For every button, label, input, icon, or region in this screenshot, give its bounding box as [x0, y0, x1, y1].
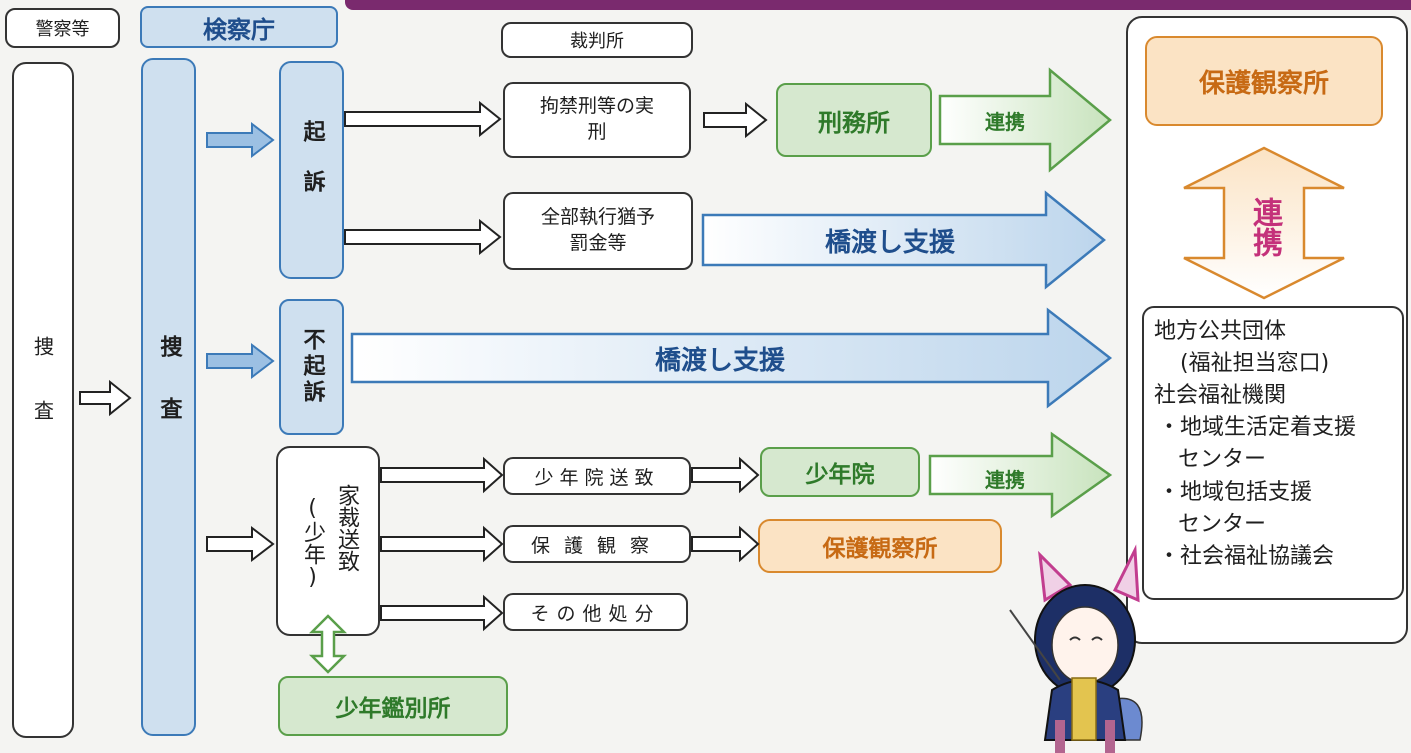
court-label: 裁判所	[570, 31, 624, 52]
hollow-arrow-icon	[703, 101, 768, 139]
probation-office-top-label: 保護観察所	[1198, 68, 1329, 99]
family-court-referral-box: 家裁送致 (少年)	[276, 446, 380, 636]
bridging-support-2-label: 橋渡し支援	[654, 345, 785, 376]
juvenile-note-label: (少年)	[300, 496, 325, 590]
hollow-arrow-icon	[691, 525, 760, 563]
cooperation-prison-label: 連携	[985, 109, 1025, 134]
hollow-arrow-icon	[691, 456, 760, 494]
prison-box: 刑務所	[776, 83, 932, 157]
juvenile-school-referral-label: 少年院送致	[534, 466, 660, 489]
prosecutors-office-box: 検察庁	[140, 6, 338, 48]
juvenile-training-school-box: 少年院	[760, 447, 920, 497]
prosecution-investigation-column: 捜査	[141, 58, 196, 736]
prosecutors-office-label: 検察庁	[203, 15, 275, 44]
bridging-arrow-icon	[350, 307, 1113, 409]
welfare-item: (福祉担当窓口)	[1180, 351, 1330, 377]
welfare-agencies-box: 地方公共団体 (福祉担当窓口) 社会福祉機関 ・地域生活定着支援 センター ・地…	[1142, 306, 1404, 600]
probation-office-top-box: 保護観察所	[1145, 36, 1383, 126]
suspended-fine-label: 全部執行猶予罰金等	[540, 206, 655, 254]
hollow-arrow-icon	[380, 456, 504, 494]
non-indictment-box: 不起訴	[279, 299, 344, 435]
juvenile-classification-home-label: 少年鑑別所	[335, 696, 451, 722]
green-arrow-icon	[928, 431, 1113, 519]
imprisonment-box: 拘禁刑等の実刑	[503, 82, 691, 158]
blue-arrow-icon	[206, 121, 275, 159]
police-investigation-column: 捜査	[12, 62, 74, 738]
hollow-arrow-icon	[344, 218, 502, 256]
mutual-cooperation-label-box: 連携	[1240, 182, 1288, 272]
cat-mascot-icon	[1009, 544, 1143, 753]
double-arrow-icon	[1183, 146, 1345, 300]
cooperation-juvenile-label: 連携	[985, 467, 1025, 492]
juvenile-school-referral-box: 少年院送致	[503, 457, 691, 495]
court-label-box: 裁判所	[501, 22, 693, 58]
family-court-referral-label: 家裁送致	[334, 484, 359, 572]
hollow-arrow-icon	[206, 525, 275, 563]
top-banner-bar	[345, 0, 1411, 10]
welfare-item: 地方公共団体	[1154, 319, 1287, 344]
suspended-fine-box: 全部執行猶予罰金等	[503, 192, 693, 270]
mutual-cooperation-label: 連携	[1247, 197, 1282, 257]
police-investigation-label: 捜査	[30, 336, 55, 464]
probation-label: 保護観察	[530, 534, 663, 557]
juvenile-classification-home-box: 少年鑑別所	[278, 676, 508, 736]
hollow-arrow-icon	[380, 594, 504, 632]
indictment-box: 起訴	[279, 61, 344, 279]
bridging-support-1-label: 橋渡し支援	[824, 227, 955, 258]
police-label-box: 警察等	[5, 8, 120, 48]
imprisonment-label: 拘禁刑等の実刑	[539, 95, 654, 143]
welfare-item: ・地域包括支援	[1158, 479, 1313, 505]
prosecution-investigation-label: 捜査	[156, 335, 182, 459]
hollow-arrow-icon	[79, 379, 132, 417]
bridging-arrow-icon	[701, 190, 1106, 290]
non-indictment-label: 不起訴	[299, 328, 325, 406]
welfare-item: ・地域生活定着支援	[1158, 415, 1357, 441]
green-double-arrow-icon	[308, 614, 348, 674]
welfare-agencies-list: 地方公共団体 (福祉担当窓口) 社会福祉機関 ・地域生活定着支援 センター ・地…	[1154, 316, 1356, 573]
welfare-item: センター	[1178, 447, 1267, 473]
police-label: 警察等	[35, 19, 90, 40]
probation-box: 保護観察	[503, 525, 691, 563]
other-disposition-box: その他処分	[503, 593, 688, 631]
green-arrow-icon	[938, 67, 1112, 173]
probation-office-lower-label: 保護観察所	[822, 536, 938, 562]
blue-arrow-icon	[206, 342, 275, 380]
other-disposition-label: その他処分	[530, 602, 661, 625]
welfare-item: センター	[1178, 511, 1267, 537]
hollow-arrow-icon	[380, 525, 504, 563]
welfare-item: ・社会福祉協議会	[1158, 543, 1335, 569]
probation-office-lower-box: 保護観察所	[758, 519, 1002, 573]
prison-label: 刑務所	[818, 108, 890, 137]
welfare-item: 社会福祉機関	[1154, 383, 1287, 409]
juvenile-training-school-label: 少年院	[805, 462, 875, 488]
indictment-label: 起訴	[299, 120, 325, 220]
hollow-arrow-icon	[344, 100, 502, 138]
